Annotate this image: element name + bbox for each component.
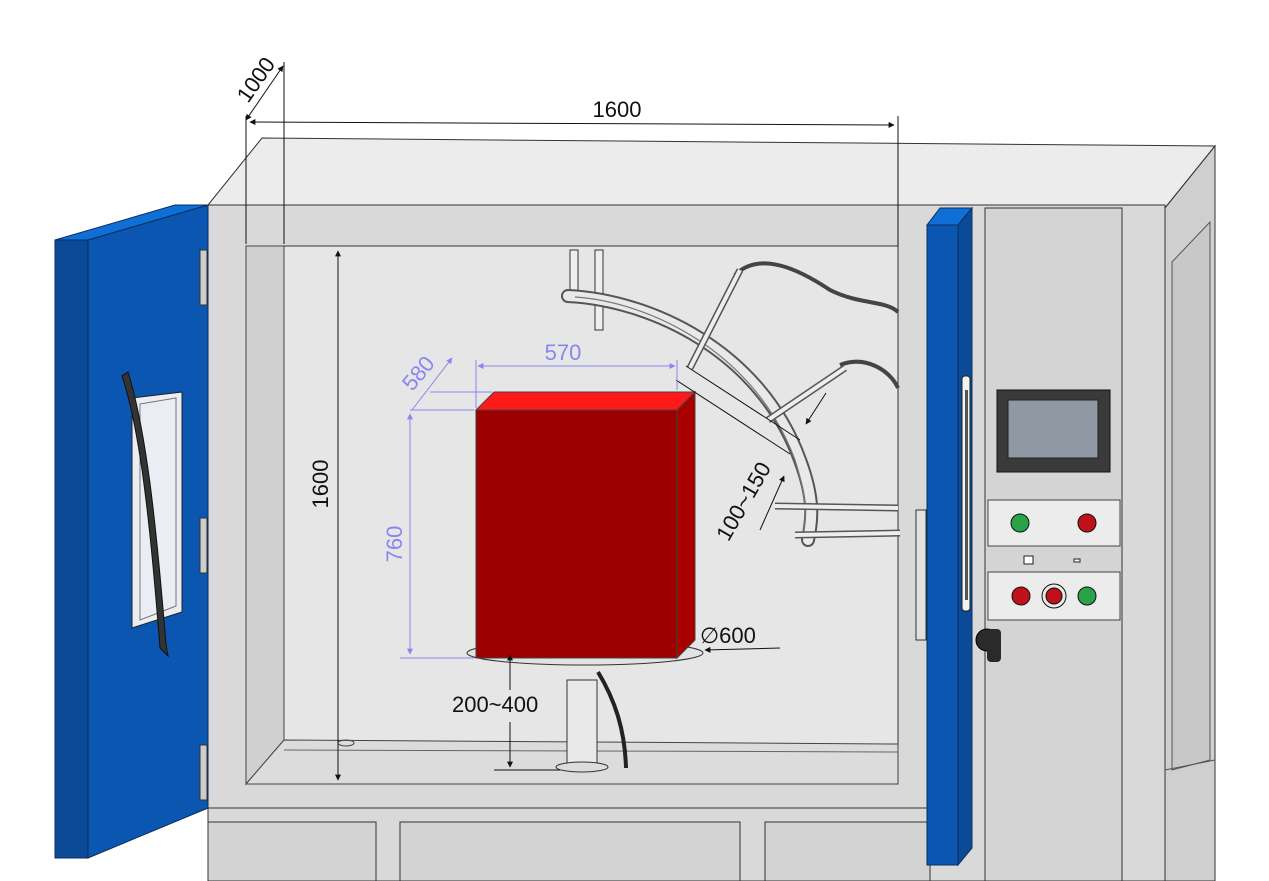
dim-diameter-leader	[704, 646, 781, 653]
specimen-side	[676, 390, 696, 660]
turntable-base	[555, 761, 609, 773]
dim-nozzle-ext	[675, 379, 791, 455]
dim-nozzle-line	[805, 392, 827, 425]
right-door[interactable]	[915, 206, 974, 867]
red-button-icon[interactable]	[1011, 586, 1031, 606]
dim-width-line	[249, 119, 895, 128]
base-panel	[764, 821, 931, 881]
dim-sample-height-text: 760	[382, 526, 407, 563]
specimen-top	[474, 391, 697, 411]
base-panel	[399, 821, 741, 881]
dim-sd-line	[411, 357, 453, 411]
dim-height-text: 1600	[308, 460, 333, 509]
door-knob-stem	[987, 629, 1001, 662]
button-strip	[987, 499, 1121, 547]
red-button-icon[interactable]	[1077, 513, 1097, 533]
specimen-front	[475, 409, 678, 659]
specimen-dimension-lines	[400, 357, 678, 659]
dim-sample-width-text: 570	[545, 340, 582, 365]
left-door-hinge	[199, 744, 208, 801]
dimension-lines	[245, 62, 899, 781]
dim-nozzle-line	[759, 475, 785, 531]
left-door-hinge	[199, 249, 208, 306]
left-door[interactable]	[54, 204, 209, 859]
left-door-handle[interactable]	[121, 371, 169, 658]
green-button-icon[interactable]	[1077, 586, 1097, 606]
rotary-knob-ring	[1045, 587, 1063, 605]
side-recess	[1171, 220, 1211, 771]
turntable-cable	[596, 670, 628, 769]
dim-diameter-text: ∅600	[700, 623, 756, 648]
dim-depth-line	[245, 65, 284, 121]
right-door-latch	[915, 509, 927, 641]
left-door-window-inner	[139, 397, 177, 621]
hose	[839, 359, 900, 389]
spray-arc-inner	[563, 291, 817, 545]
holder-rod	[594, 249, 604, 331]
nozzle-rod-hl	[766, 366, 847, 422]
touchscreen-display	[1007, 399, 1099, 459]
right-door-handle-bar	[965, 390, 968, 600]
control-panel	[975, 207, 1123, 881]
side-edge	[1164, 759, 1216, 771]
interior-left-wall	[245, 245, 285, 786]
base-panel	[207, 821, 377, 881]
turntable-post	[566, 679, 598, 769]
dim-turntable-text: 200~400	[452, 692, 538, 717]
specimen-box	[474, 390, 697, 660]
dim-nozzle-ext	[685, 365, 801, 441]
nozzle-rod-hl	[794, 531, 901, 537]
indicator-slot	[1073, 558, 1081, 563]
nozzle-rod-hl	[688, 269, 742, 369]
right-door-panel	[926, 224, 959, 866]
indicator-slot	[1023, 555, 1034, 565]
left-door-thickness	[54, 239, 89, 859]
spray-assembly	[561, 249, 901, 547]
hose	[733, 261, 900, 314]
dim-depth-text: 1000	[232, 52, 281, 106]
green-button-icon[interactable]	[1010, 513, 1030, 533]
cabinet-top	[206, 137, 1217, 209]
left-door-hinge	[199, 517, 208, 574]
dim-width-text: 1600	[593, 97, 642, 122]
nozzle-rod-hl	[774, 504, 899, 510]
